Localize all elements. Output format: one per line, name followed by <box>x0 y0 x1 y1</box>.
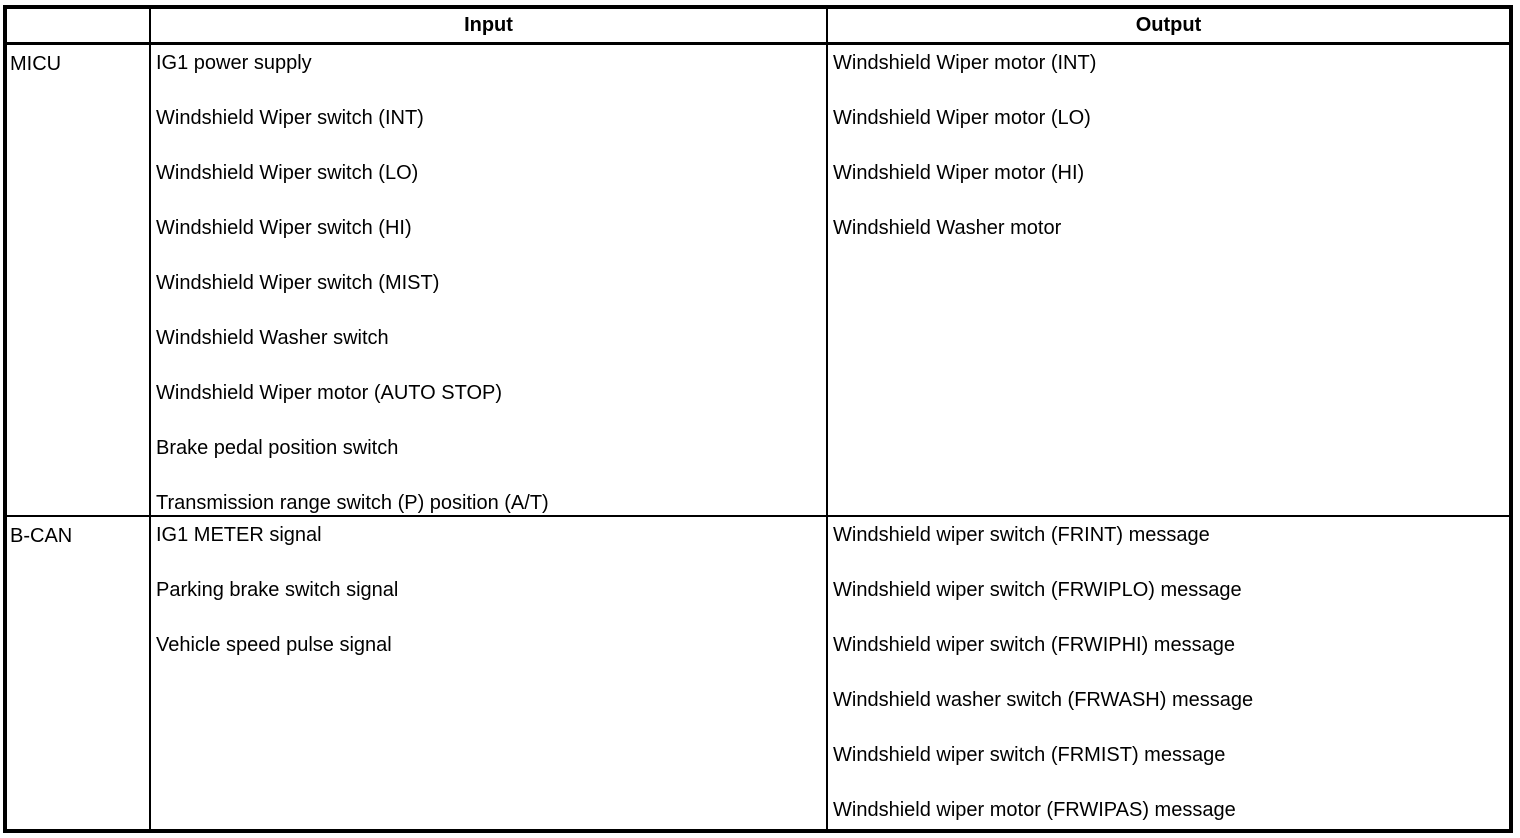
signal-item: Windshield washer switch (FRWASH) messag… <box>833 689 1254 711</box>
signal-item: Windshield wiper switch (FRINT) message <box>833 524 1210 546</box>
signal-item: IG1 power supply <box>156 52 312 74</box>
signal-item: Windshield Wiper switch (HI) <box>156 217 412 239</box>
row-label-micu: MICU <box>7 45 151 517</box>
signal-item: Windshield wiper switch (FRWIPHI) messag… <box>833 634 1235 656</box>
header-output: Output <box>828 9 1509 45</box>
signal-item: IG1 METER signal <box>156 524 322 546</box>
signal-item: Vehicle speed pulse signal <box>156 634 392 656</box>
micu-outputs-cell: Windshield Wiper motor (INT) Windshield W… <box>828 45 1509 517</box>
signal-item: Windshield Wiper motor (AUTO STOP) <box>156 382 503 404</box>
header-input: Input <box>151 9 828 45</box>
signal-item: Windshield Washer switch <box>156 327 389 349</box>
signal-item: Windshield Washer motor <box>833 217 1062 239</box>
signal-item: Windshield Wiper switch (MIST) <box>156 272 440 294</box>
signal-item: Transmission range switch (P) position (… <box>156 492 549 514</box>
signal-item: Windshield wiper motor (FRWIPAS) message <box>833 799 1236 821</box>
signal-item: Windshield Wiper switch (INT) <box>156 107 424 129</box>
signal-item: Windshield Wiper motor (LO) <box>833 107 1091 129</box>
signal-item: Windshield wiper switch (FRWIPLO) messag… <box>833 579 1242 601</box>
signal-item: Windshield wiper switch (FRMIST) message <box>833 744 1226 766</box>
signal-item: Windshield Wiper motor (HI) <box>833 162 1085 184</box>
row-label-bcan: B-CAN <box>7 517 151 829</box>
signal-item: Parking brake switch signal <box>156 579 399 601</box>
header-corner-cell <box>7 9 151 45</box>
signal-item: Brake pedal position switch <box>156 437 399 459</box>
signal-item: Windshield Wiper motor (INT) <box>833 52 1097 74</box>
signal-item: Windshield Wiper switch (LO) <box>156 162 419 184</box>
